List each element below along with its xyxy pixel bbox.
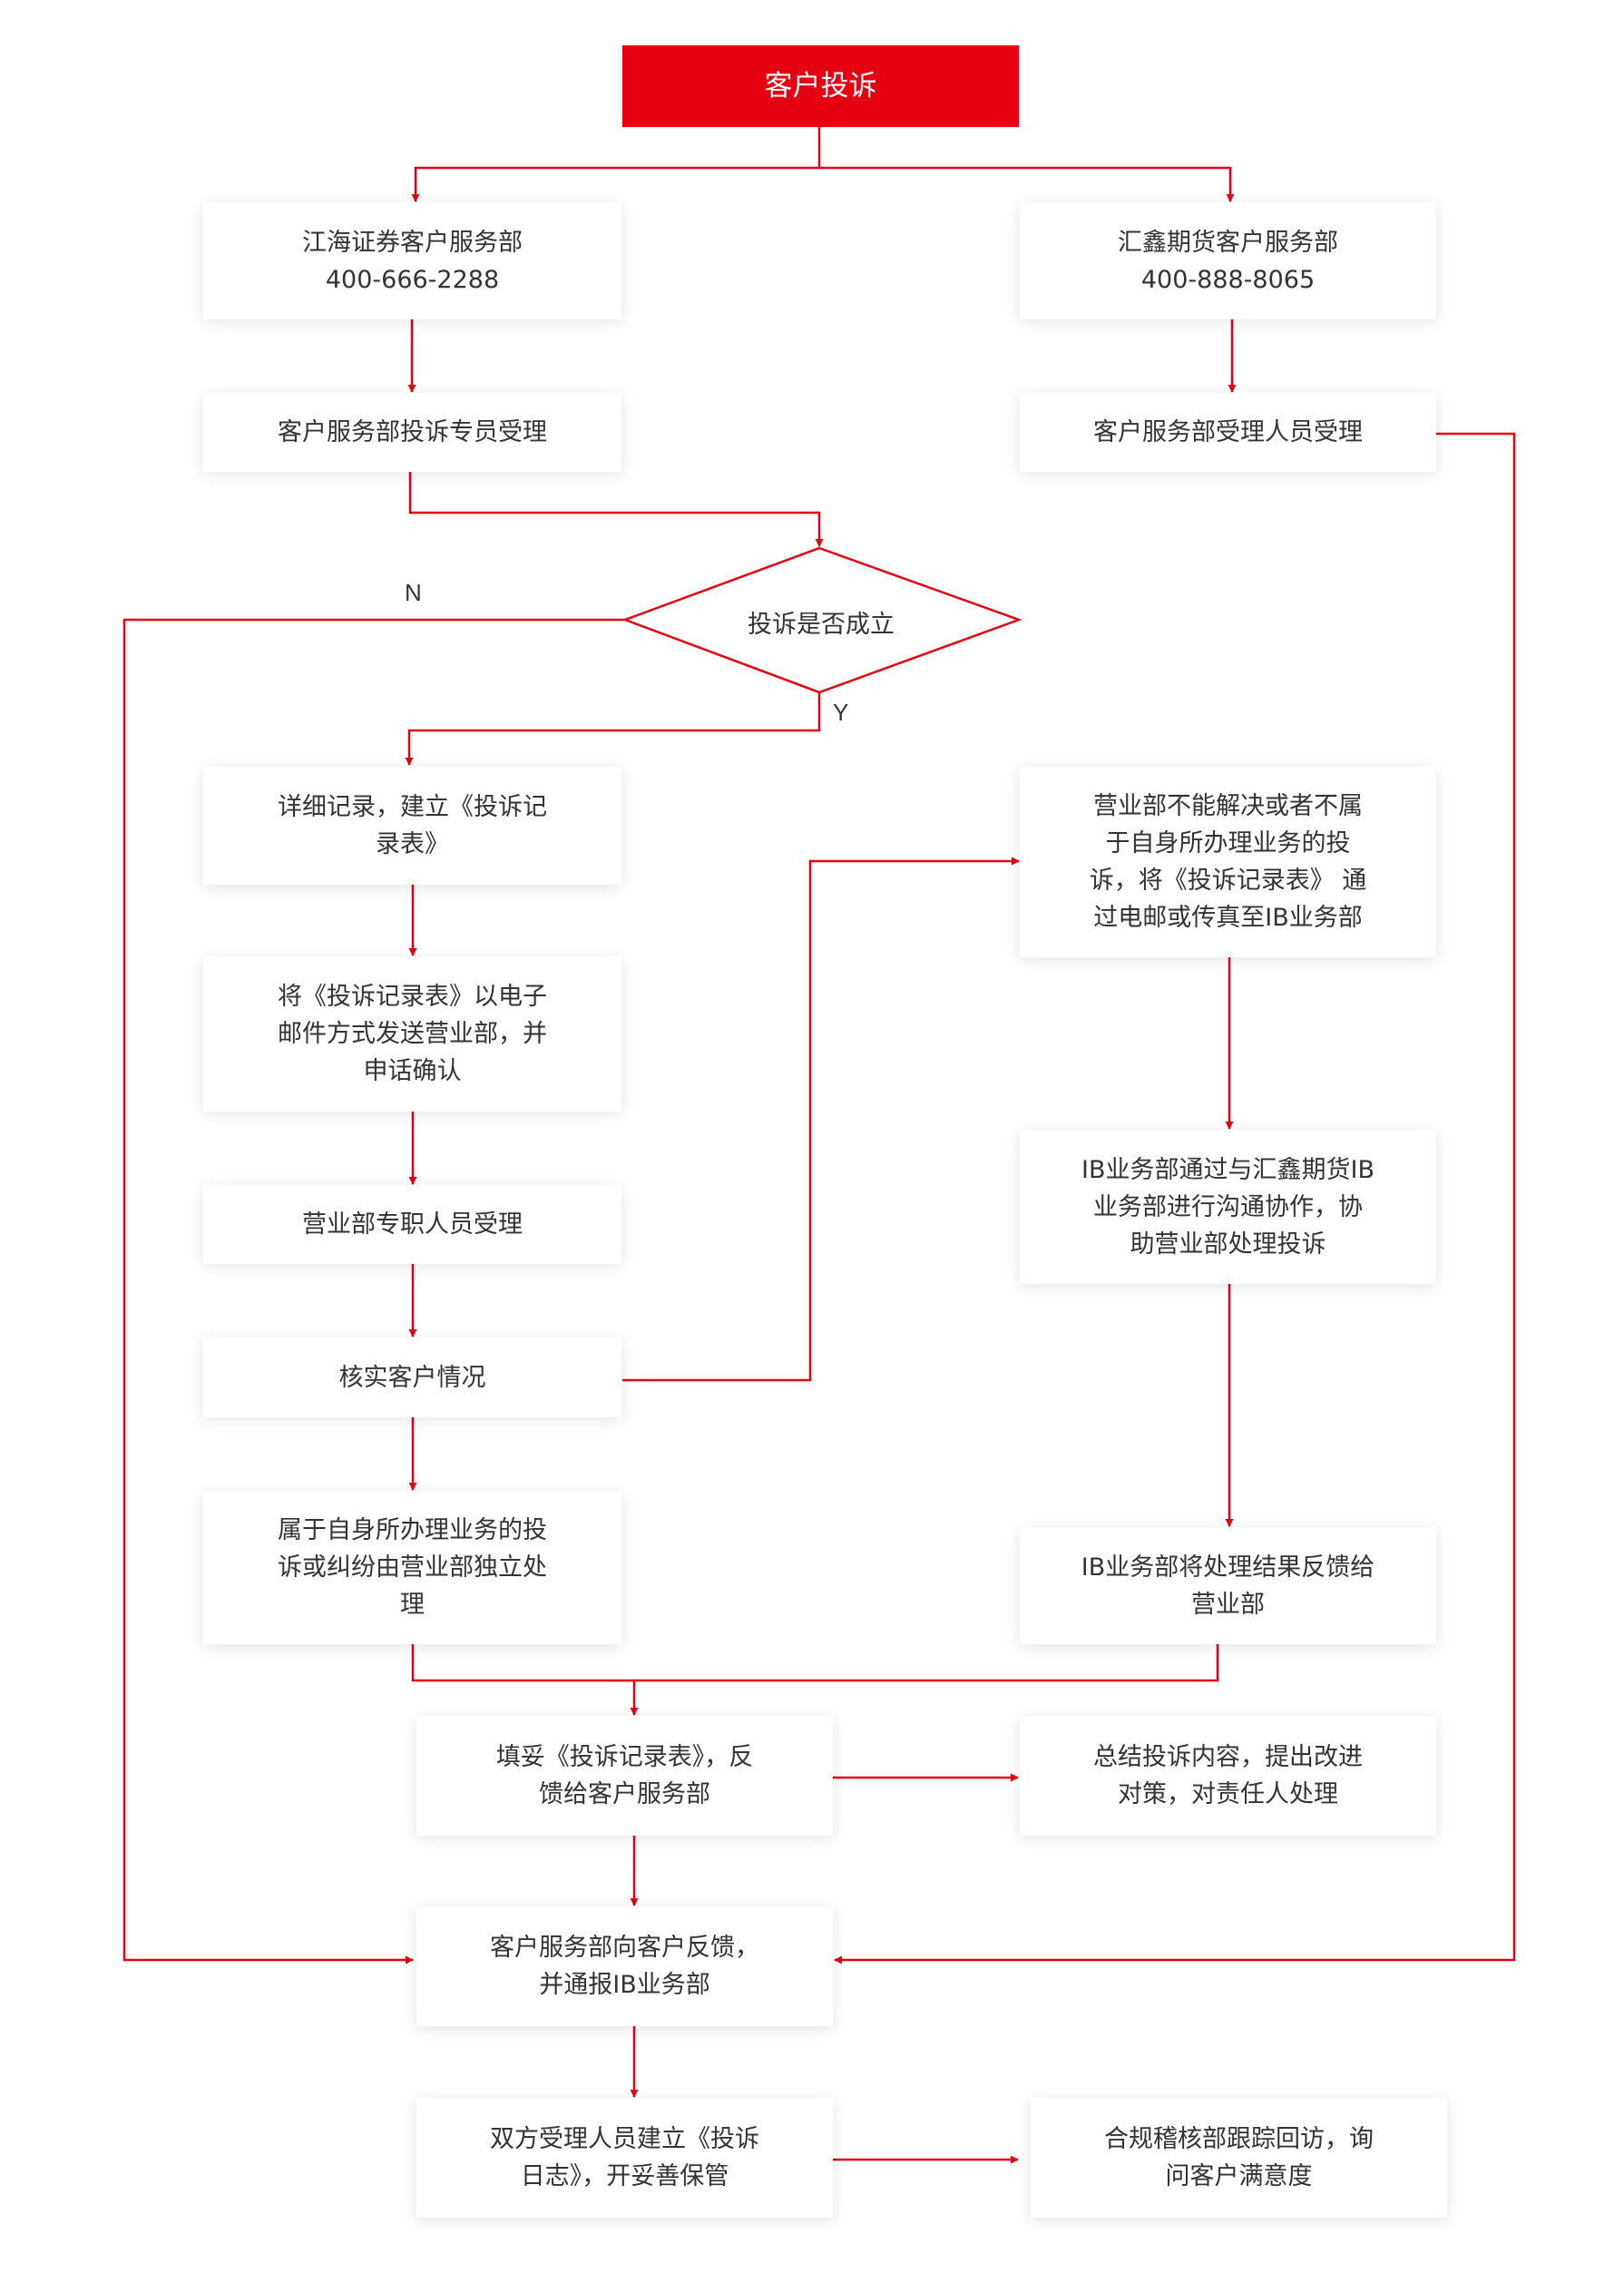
yes-label: Y [833, 699, 849, 726]
decision-label: 投诉是否成立 [748, 610, 895, 639]
independent-node: 属于自身所办理业务的投 诉或纠纷由营业部独立处 理 [203, 1491, 621, 1644]
connector-decision-no [122, 618, 625, 1965]
feedback-customer-node: 客户服务部向客户反馈， 并通报IB业务部 [416, 1906, 833, 2026]
connector-top-to-jianghai [411, 127, 821, 202]
connector-staff-to-feedback [834, 432, 1516, 1965]
connector-specialist-to-decision [408, 472, 824, 547]
log-node: 双方受理人员建立《投诉 日志》，开妥善保管 [416, 2098, 833, 2218]
connector-ibfeedback-to-fill [634, 1644, 1219, 1682]
complaint-start-node: 客户投诉 [622, 45, 1019, 127]
fill-record-node: 填妥《投诉记录表》，反 馈给客户服务部 [416, 1716, 833, 1836]
compliance-node: 合规稽核部跟踪回访，询 问客户满意度 [1031, 2098, 1447, 2218]
connector-independent-to-fill [411, 1644, 639, 1716]
connector-top-to-huixin [819, 166, 1235, 202]
unable-node: 营业部不能解决或者不属 于自身所办理业务的投 诉，将《投诉记录表》 通 过电邮或… [1020, 767, 1436, 957]
decision-diamond [621, 546, 1022, 694]
cs-staff-node: 客户服务部受理人员受理 [1020, 393, 1436, 472]
record-node: 详细记录，建立《投诉记 录表》 [203, 767, 621, 885]
jianghai-service-node: 江海证券客户服务部 400-666-2288 [203, 202, 621, 319]
connector-decision-yes [405, 692, 821, 766]
connector-verify-to-unable [622, 857, 1020, 1382]
ib-coop-node: IB业务部通过与汇鑫期货IB 业务部进行沟通协作，协 助营业部处理投诉 [1020, 1130, 1436, 1284]
verify-node: 核实客户情况 [203, 1337, 621, 1417]
send-email-node: 将《投诉记录表》以电子 邮件方式发送营业部，并 申话确认 [203, 956, 621, 1112]
summarize-node: 总结投诉内容，提出改进 对策，对责任人处理 [1020, 1716, 1436, 1836]
no-label: N [405, 579, 422, 606]
ib-feedback-node: IB业务部将处理结果反馈给 营业部 [1020, 1527, 1436, 1644]
cs-specialist-node: 客户服务部投诉专员受理 [203, 393, 621, 472]
branch-accept-node: 营业部专职人员受理 [203, 1185, 621, 1264]
huixin-service-node: 汇鑫期货客户服务部 400-888-8065 [1020, 202, 1436, 319]
